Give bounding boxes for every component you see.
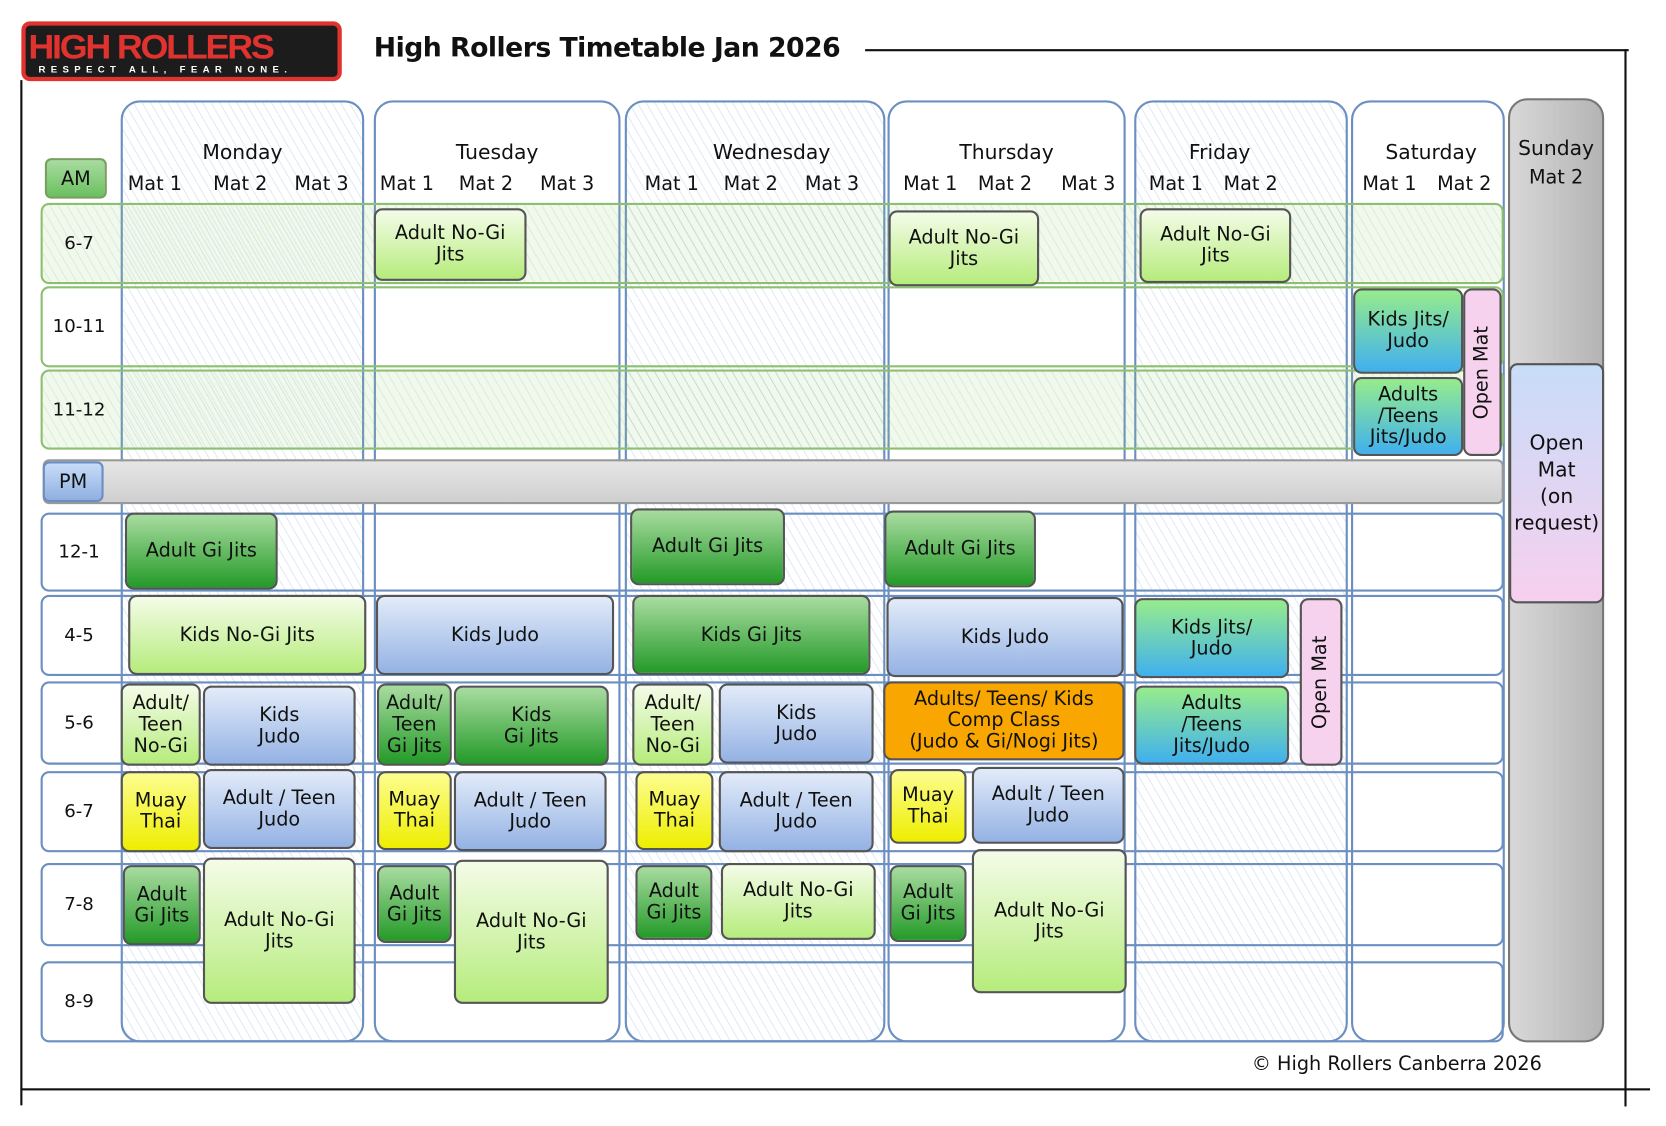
time-label: 11-12 xyxy=(52,398,106,421)
row-am-10-11 xyxy=(40,286,1504,368)
pm-divider-bar xyxy=(42,459,1504,505)
class-block: Adult No-Gi Jits xyxy=(373,208,527,281)
class-block: Muay Thai xyxy=(889,768,967,844)
class-block: Kids Gi Jits xyxy=(453,685,609,766)
mat-label: Mat 1 xyxy=(644,173,699,196)
mat-label: Mat 3 xyxy=(539,173,595,196)
mat-label: Mat 1 xyxy=(1362,173,1417,196)
class-block: Kids Gi Jits xyxy=(632,594,871,675)
mat-label: Mat 2 xyxy=(1223,173,1278,196)
mat-label: Mat 2 xyxy=(1437,173,1492,196)
divider xyxy=(865,49,1629,52)
time-label: 8-9 xyxy=(64,991,94,1013)
page-title: High Rollers Timetable Jan 2026 xyxy=(373,32,841,64)
class-block-open-mat: Open Mat (on request) xyxy=(1509,363,1605,604)
class-block: Adult / Teen Judo xyxy=(202,768,356,850)
time-label: 7-8 xyxy=(64,893,94,916)
class-block: Adult/ Teen No-Gi xyxy=(120,683,201,766)
class-block: Adults /Teens Jits/Judo xyxy=(1134,685,1290,765)
class-block: Adult No-Gi Jits xyxy=(1139,208,1292,284)
mat-label: Mat 1 xyxy=(903,173,958,196)
class-block: Adult/ Teen Gi Jits xyxy=(377,683,452,766)
class-block-open-mat: Open Mat xyxy=(1299,598,1343,766)
time-label: 12-1 xyxy=(58,541,100,563)
class-block: Adult/ Teen No-Gi xyxy=(632,683,714,766)
mat-label: Mat 2 xyxy=(1528,166,1584,190)
class-block: Adult / Teen Judo xyxy=(971,766,1125,844)
copyright: © High Rollers Canberra 2026 xyxy=(1251,1053,1542,1076)
divider xyxy=(1624,49,1627,1107)
day-heading: Sunday xyxy=(1518,136,1595,161)
day-heading: Tuesday xyxy=(455,140,539,165)
pm-label: PM xyxy=(42,461,104,502)
day-heading: Saturday xyxy=(1385,140,1477,165)
class-block: Kids Jits/ Judo xyxy=(1134,598,1290,679)
day-heading: Monday xyxy=(202,140,283,165)
class-block: Adult / Teen Judo xyxy=(718,771,874,853)
class-block: Muay Thai xyxy=(377,771,452,851)
mat-label: Mat 1 xyxy=(379,173,435,196)
mat-label: Mat 1 xyxy=(1148,173,1203,196)
divider xyxy=(21,1088,1651,1091)
mat-label: Mat 2 xyxy=(458,173,514,196)
class-block: Adult / Teen Judo xyxy=(453,771,607,852)
mat-label: Mat 2 xyxy=(213,173,268,196)
class-block: Adult No-Gi Jits xyxy=(202,857,356,1004)
time-label: 4-5 xyxy=(64,624,94,647)
class-block: Adults /Teens Jits/Judo xyxy=(1353,377,1464,457)
class-block: Adult No-Gi Jits xyxy=(720,862,876,940)
class-block: Adult Gi Jits xyxy=(377,865,452,944)
logo-tagline: RESPECT ALL, FEAR NONE. xyxy=(38,64,293,75)
class-label: Open Mat xyxy=(1470,325,1494,419)
row-am-11-12 xyxy=(40,369,1504,450)
class-block: Adult No-Gi Jits xyxy=(453,859,609,1004)
time-label: 10-11 xyxy=(52,316,106,338)
mat-label: Mat 3 xyxy=(294,173,349,196)
time-label: 5-6 xyxy=(64,712,94,734)
class-block: Adult Gi Jits xyxy=(884,510,1036,588)
class-block: Kids Judo xyxy=(202,685,356,766)
class-block: Kids Judo xyxy=(886,597,1124,678)
class-block: Adult Gi Jits xyxy=(122,865,201,946)
time-label: 6-7 xyxy=(64,232,94,255)
mat-label: Mat 1 xyxy=(127,173,182,196)
class-block: Adult Gi Jits xyxy=(889,865,967,942)
mat-label: Mat 3 xyxy=(1061,173,1116,196)
class-block: Adult Gi Jits xyxy=(124,512,278,590)
day-heading: Friday xyxy=(1188,140,1251,165)
class-block: Adults/ Teens/ Kids Comp Class (Judo & G… xyxy=(883,681,1125,761)
day-heading: Wednesday xyxy=(712,140,831,165)
class-block: Kids Jits/ Judo xyxy=(1353,288,1464,374)
class-block: Muay Thai xyxy=(120,771,201,853)
divider xyxy=(20,80,23,1106)
logo-text: HIGH ROLLERS xyxy=(28,27,274,67)
class-label: Open Mat xyxy=(1309,635,1332,729)
class-block: Kids No-Gi Jits xyxy=(128,594,367,675)
time-label: 6-7 xyxy=(64,800,94,823)
mat-label: Mat 2 xyxy=(977,173,1033,196)
mat-label: Mat 3 xyxy=(804,173,860,196)
mat-label: Mat 2 xyxy=(723,173,778,196)
day-heading: Thursday xyxy=(959,140,1054,165)
class-block: Adult No-Gi Jits xyxy=(971,849,1127,994)
class-block: Adult Gi Jits xyxy=(630,508,785,586)
class-block: Muay Thai xyxy=(635,771,714,851)
class-block: Adult No-Gi Jits xyxy=(888,210,1040,287)
class-block: Kids Judo xyxy=(375,594,615,675)
class-block: Adult Gi Jits xyxy=(635,865,713,940)
class-block-open-mat: Open Mat xyxy=(1463,288,1502,457)
am-label: AM xyxy=(44,158,107,199)
row-pm-8-9 xyxy=(40,961,1504,1043)
class-block: Kids Judo xyxy=(718,683,874,764)
